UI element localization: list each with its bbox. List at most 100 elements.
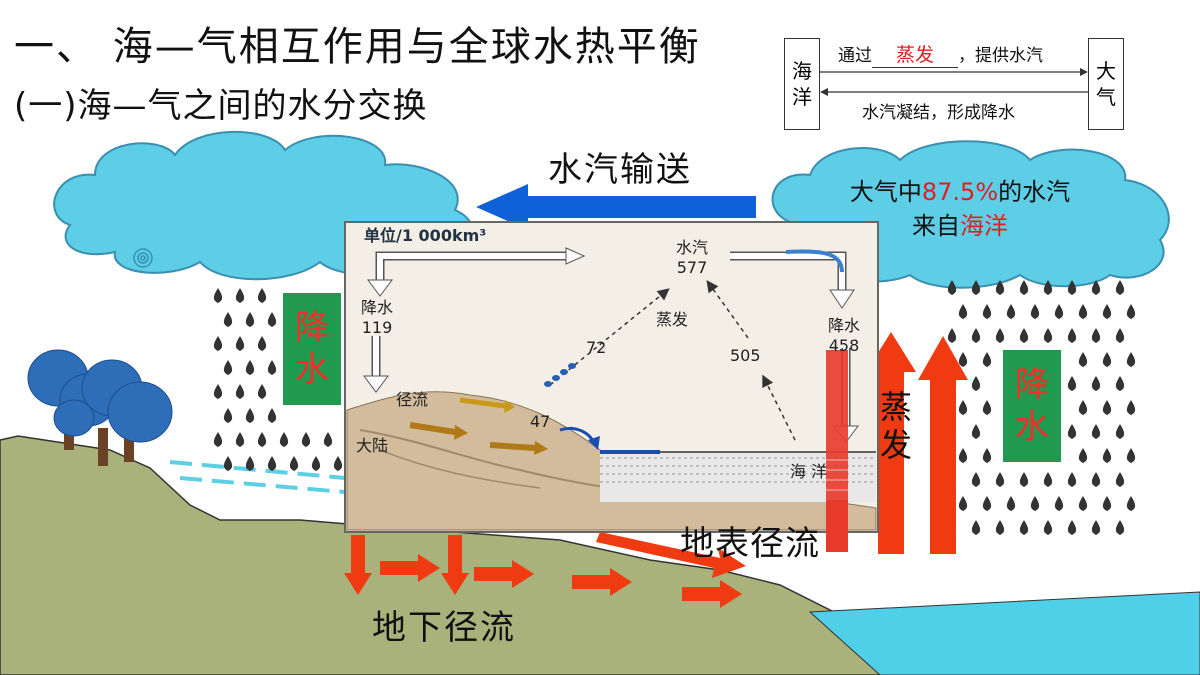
rain-drop xyxy=(245,360,255,375)
ground-runoff-label: 地下径流 xyxy=(372,608,516,648)
inset-diagram xyxy=(344,221,879,533)
rain-drop xyxy=(267,408,277,423)
rain-drop xyxy=(245,312,255,327)
rain-drop xyxy=(213,288,223,303)
rain-drop xyxy=(1102,496,1112,511)
rain-drop xyxy=(257,288,267,303)
rain-drop xyxy=(235,288,245,303)
rain-drop xyxy=(1091,376,1101,391)
rain-drop xyxy=(982,448,992,463)
rain-drop xyxy=(1126,304,1136,319)
rain-drop xyxy=(995,472,1005,487)
rain-drop xyxy=(1067,520,1077,535)
exchange-box: 海 洋 大 气 xyxy=(784,38,1124,130)
rain-drop xyxy=(1091,472,1101,487)
rain-drop xyxy=(982,352,992,367)
atmosphere-label: 大 气 xyxy=(1088,38,1124,130)
rain-drop xyxy=(1006,304,1016,319)
rain-drop xyxy=(311,456,321,471)
rain-drop xyxy=(257,432,267,447)
ocean-label: 海 洋 xyxy=(784,38,820,130)
rain-drop xyxy=(1078,400,1088,415)
rain-drop xyxy=(1054,496,1064,511)
rain-drop xyxy=(1091,328,1101,343)
ground-runoff-arrow xyxy=(380,554,440,582)
rain-drop xyxy=(1043,520,1053,535)
ground-runoff-arrow xyxy=(474,560,534,588)
rain-drop xyxy=(1067,376,1077,391)
exchange-top-text: 通过蒸发，提供水汽 xyxy=(838,40,1043,68)
inset-continent: 大陆 xyxy=(356,436,389,455)
rain-drop xyxy=(947,280,957,295)
rain-drop xyxy=(213,384,223,399)
rain-drop xyxy=(245,456,255,471)
rain-drop xyxy=(995,328,1005,343)
ground-runoff-arrow xyxy=(682,580,742,608)
rain-drop xyxy=(1102,352,1112,367)
rain-drop xyxy=(1030,304,1040,319)
ground-runoff-arrow xyxy=(344,535,372,595)
rain-drop xyxy=(301,432,311,447)
rain-drop xyxy=(1054,304,1064,319)
rain-drop xyxy=(1019,520,1029,535)
precipitation-badge-left: 降 水 xyxy=(283,293,341,405)
inset-land-evap: 72 xyxy=(586,338,607,357)
rain-drop xyxy=(971,280,981,295)
sea xyxy=(808,591,1200,675)
rain-drop xyxy=(1115,520,1125,535)
rain-drop xyxy=(1115,328,1125,343)
page-subtitle: (一)海—气之间的水分交换 xyxy=(14,86,428,126)
surface-runoff-arrow xyxy=(596,500,848,578)
rain-drop xyxy=(1030,496,1040,511)
inset-ocean-evap: 505 xyxy=(730,346,761,365)
rain-drop xyxy=(1043,328,1053,343)
rain-drop xyxy=(1126,400,1136,415)
rain-drop xyxy=(1078,304,1088,319)
rain-drop xyxy=(279,432,289,447)
rain-drop xyxy=(213,336,223,351)
rain-drop xyxy=(213,432,223,447)
rain-drop xyxy=(982,400,992,415)
rain-drop xyxy=(223,312,233,327)
rain-drop xyxy=(257,336,267,351)
rain-drop xyxy=(971,328,981,343)
rain-drop xyxy=(1091,280,1101,295)
cloud-right-text: 大气中87.5%的水汽 来自海洋 xyxy=(849,178,1071,240)
rain-drop xyxy=(1067,472,1077,487)
rain-drop xyxy=(323,432,333,447)
page-title: 一、 海—气相互作用与全球水热平衡 xyxy=(14,24,701,70)
rain-drop xyxy=(235,432,245,447)
rain-drop xyxy=(971,376,981,391)
rain-drop xyxy=(1115,424,1125,439)
rain-drop xyxy=(1115,376,1125,391)
vapor-transport-arrow xyxy=(476,184,756,230)
rain-drop xyxy=(235,336,245,351)
rain-drop xyxy=(1102,304,1112,319)
inset-evaporation: 蒸发 xyxy=(656,310,689,329)
evaporation-answer: 蒸发 xyxy=(872,40,958,68)
rain-drop xyxy=(1091,520,1101,535)
inset-precip-ocean: 降水 458 xyxy=(827,316,860,355)
inset-precip-land: 降水 119 xyxy=(360,298,393,337)
rain-drop xyxy=(995,280,1005,295)
evaporation-label: 蒸 发 xyxy=(879,388,912,464)
rain-drop xyxy=(1091,424,1101,439)
ground-runoff-arrow xyxy=(572,568,632,596)
rain-drop xyxy=(257,384,267,399)
rain-drop xyxy=(1078,448,1088,463)
rain-drop xyxy=(995,520,1005,535)
inset-evap-column xyxy=(826,350,848,532)
seepage-lines xyxy=(169,460,346,494)
evaporation-arrows xyxy=(866,332,968,554)
rain-drop xyxy=(958,304,968,319)
exchange-bottom-text: 水汽凝结，形成降水 xyxy=(862,103,1015,123)
rain-drop xyxy=(235,384,245,399)
rain-drop xyxy=(1126,352,1136,367)
surface-runoff-label: 地表径流 xyxy=(680,524,820,564)
inset-runoff: 径流 xyxy=(396,390,429,409)
rain-drop xyxy=(947,328,957,343)
ground-runoff-arrows xyxy=(344,535,742,608)
rain-drop xyxy=(223,408,233,423)
rain-drop xyxy=(958,496,968,511)
